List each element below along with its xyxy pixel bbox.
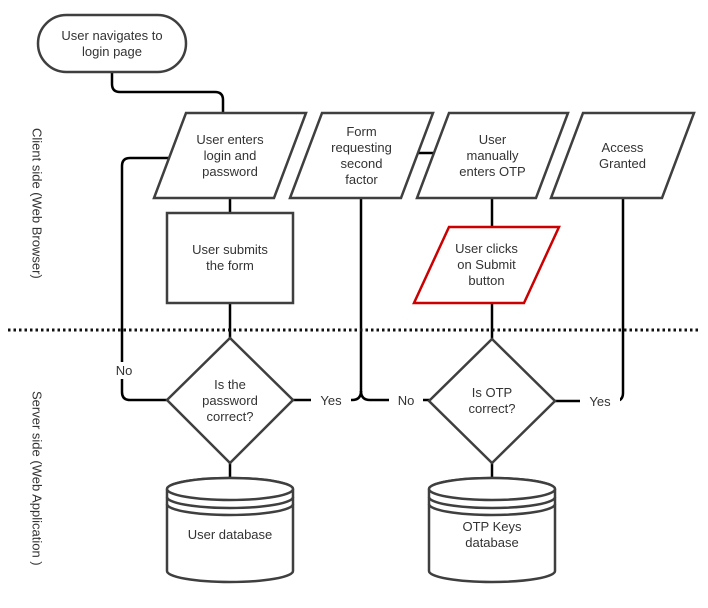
- enter-credentials-parallelogram: [152, 111, 308, 200]
- lane-label-client-side: Client side (Web Browser): [29, 127, 45, 279]
- start-terminator-shape: [36, 13, 188, 74]
- edge-label-otp-no: No: [389, 392, 423, 409]
- user-db-disk-line-1: [165, 496, 295, 510]
- form-second-factor-parallelogram: [288, 111, 435, 200]
- click-submit-parallelogram-highlighted: [412, 225, 561, 305]
- edge-password-no-loop: [120, 156, 170, 402]
- edge-otp-yes: [554, 197, 625, 403]
- password-decision-diamond: [165, 336, 295, 465]
- edge-label-password-yes: Yes: [311, 392, 351, 409]
- access-granted-parallelogram: [549, 111, 696, 200]
- submit-form-rectangle: [165, 211, 295, 305]
- enter-otp-parallelogram: [415, 111, 570, 200]
- user-db-cylinder-top: [165, 476, 295, 502]
- edge-start-to-credentials: [110, 72, 225, 114]
- edge-otp-no: [359, 390, 430, 402]
- otp-db-cylinder-top: [427, 476, 557, 502]
- user-db-disk-line-2: [165, 503, 295, 517]
- otp-db-disk-line-2: [427, 503, 557, 517]
- edge-label-password-no: No: [107, 362, 141, 379]
- otp-db-disk-line-1: [427, 496, 557, 510]
- otp-decision-diamond: [427, 337, 557, 465]
- lane-label-server-side: Server side (Web Application ): [29, 390, 45, 566]
- edge-label-otp-yes: Yes: [580, 393, 620, 410]
